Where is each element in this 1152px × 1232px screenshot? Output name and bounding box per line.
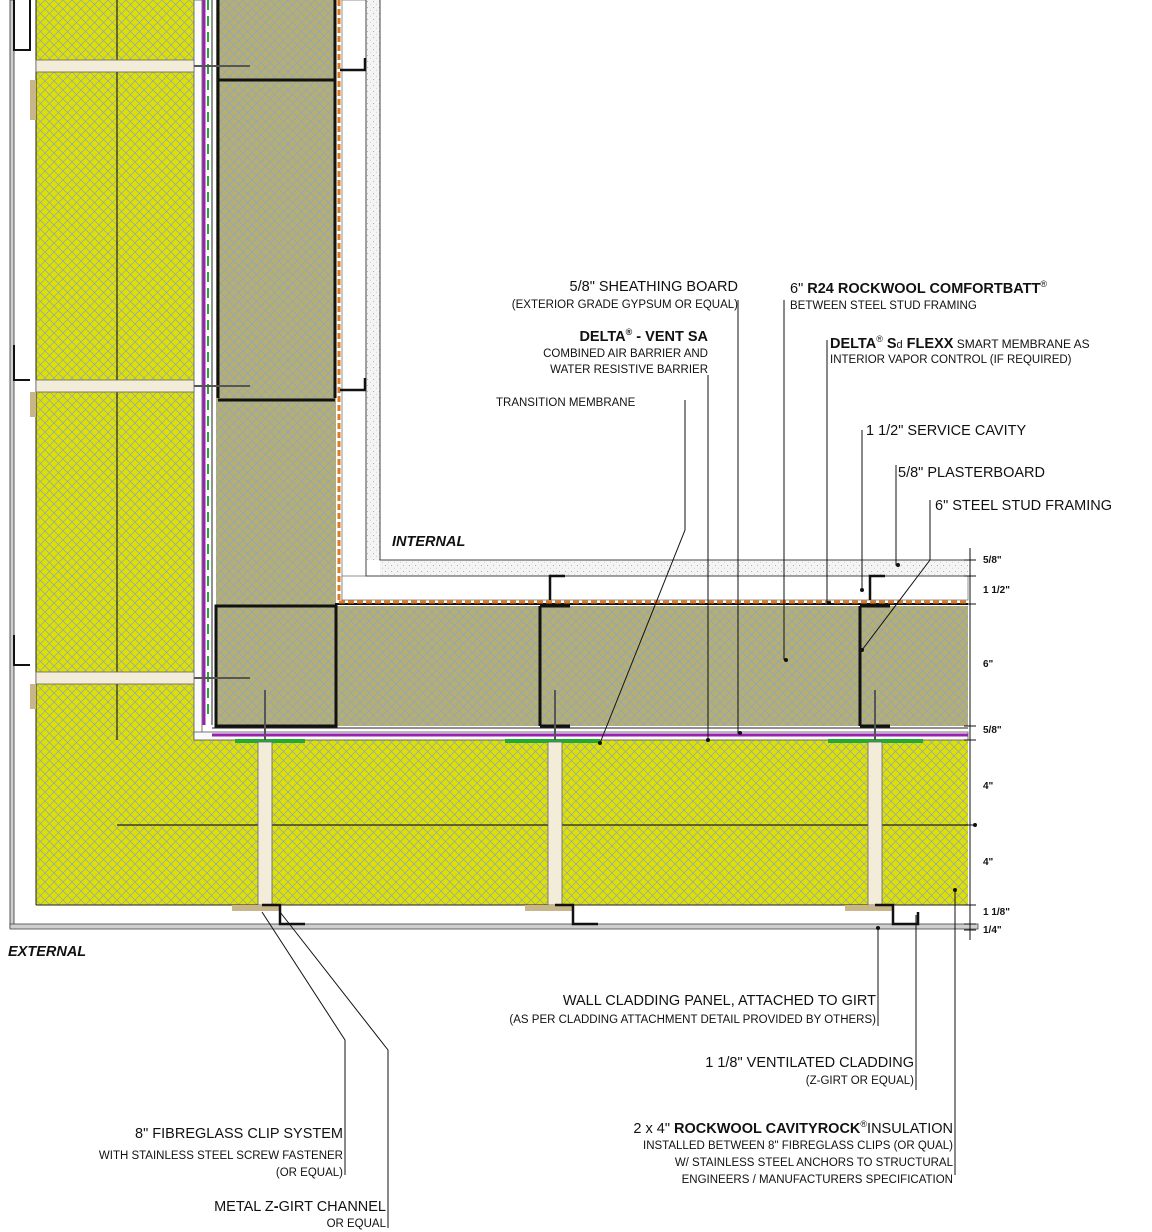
delta-vent-label: DELTA® - VENT SA bbox=[579, 327, 708, 345]
comfortbatt-horizontal bbox=[216, 606, 968, 726]
service-cavity-label: 1 1/2" SERVICE CAVITY bbox=[866, 423, 1027, 439]
zgirt-label: METAL Z-GIRT CHANNEL bbox=[214, 1199, 386, 1215]
sheathing-board-label: 5/8" SHEATHING BOARD bbox=[569, 279, 738, 295]
dim-ins2: 4" bbox=[983, 857, 994, 868]
stainless-screws bbox=[194, 65, 876, 740]
cavityrock-label: 2 x 4" ROCKWOOL CAVITYROCK®INSULATION bbox=[633, 1119, 953, 1137]
clip-system-label: 8" FIBREGLASS CLIP SYSTEM bbox=[135, 1126, 343, 1142]
comfortbatt-vertical bbox=[216, 0, 336, 610]
transition-membrane-label: TRANSITION MEMBRANE bbox=[496, 397, 636, 409]
dim-stud: 6" bbox=[983, 659, 994, 670]
dimension-chain bbox=[964, 548, 976, 940]
cladding-panel-label: WALL CLADDING PANEL, ATTACHED TO GIRT bbox=[562, 993, 876, 1009]
delta-vent-sub1: COMBINED AIR BARRIER AND bbox=[543, 348, 708, 360]
comfortbatt-label: 6" R24 ROCKWOOL COMFORTBATT® bbox=[790, 279, 1047, 297]
delta-vent-sub2: WATER RESISTIVE BARRIER bbox=[550, 364, 708, 376]
vapor-membrane bbox=[337, 0, 968, 604]
plasterboard-label: 5/8" PLASTERBOARD bbox=[898, 465, 1045, 481]
cavityrock-insulation-vertical bbox=[36, 0, 194, 825]
steel-stud-label: 6" STEEL STUD FRAMING bbox=[935, 498, 1113, 514]
delta-flexx-label: DELTA® Sd FLEXX SMART MEMBRANE AS bbox=[830, 334, 1090, 352]
internal-zone-label: INTERNAL bbox=[392, 534, 466, 550]
exterior-cladding-panel bbox=[9, 0, 979, 930]
ventilated-cladding-sub: (Z-GIRT OR EQUAL) bbox=[805, 1075, 914, 1087]
dim-cavity: 1 1/2" bbox=[983, 585, 1010, 596]
steel-studs bbox=[214, 0, 968, 728]
fibreglass-clips bbox=[30, 59, 893, 911]
sheathing-wrb-vertical bbox=[193, 0, 213, 741]
delta-flexx-sub: INTERIOR VAPOR CONTROL (IF REQUIRED) bbox=[830, 354, 1072, 366]
sheathing-board-sub: (EXTERIOR GRADE GYPSUM OR EQUAL) bbox=[511, 299, 738, 311]
z-girt-vertical bbox=[13, 0, 31, 666]
cavityrock-sub2: W/ STAINLESS STEEL ANCHORS TO STRUCTURAL bbox=[674, 1157, 953, 1169]
dim-sheathing: 5/8" bbox=[983, 725, 1002, 736]
z-girt-horizontal bbox=[262, 903, 920, 926]
ventilated-cladding-label: 1 1/8" VENTILATED CLADDING bbox=[705, 1055, 914, 1071]
cavityrock-sub3: ENGINEERS / MANUFACTURERS SPECIFICATION bbox=[681, 1174, 953, 1186]
external-zone-label: EXTERNAL bbox=[8, 944, 87, 960]
dim-panel: 1/4" bbox=[983, 925, 1002, 936]
leader-dots bbox=[598, 563, 977, 930]
comfortbatt-sub: BETWEEN STEEL STUD FRAMING bbox=[790, 300, 977, 312]
cavityrock-insulation-horizontal bbox=[35, 0, 968, 906]
dim-vent: 1 1/8" bbox=[983, 907, 1010, 918]
clip-system-sub2: (OR EQUAL) bbox=[275, 1167, 343, 1179]
service-channels bbox=[340, 58, 885, 600]
cladding-panel-sub: (AS PER CLADDING ATTACHMENT DETAIL PROVI… bbox=[509, 1014, 876, 1026]
zgirt-sub: OR EQUAL bbox=[326, 1218, 386, 1230]
service-cavity-plasterboard bbox=[341, 0, 969, 601]
dim-plaster: 5/8" bbox=[983, 555, 1002, 566]
dim-ins1: 4" bbox=[983, 781, 994, 792]
clip-system-sub1: WITH STAINLESS STEEL SCREW FASTENER bbox=[98, 1150, 343, 1162]
sheathing-wrb-horizontal bbox=[193, 727, 969, 743]
cavityrock-sub1: INSTALLED BETWEEN 8" FIBREGLASS CLIPS (O… bbox=[643, 1140, 953, 1152]
